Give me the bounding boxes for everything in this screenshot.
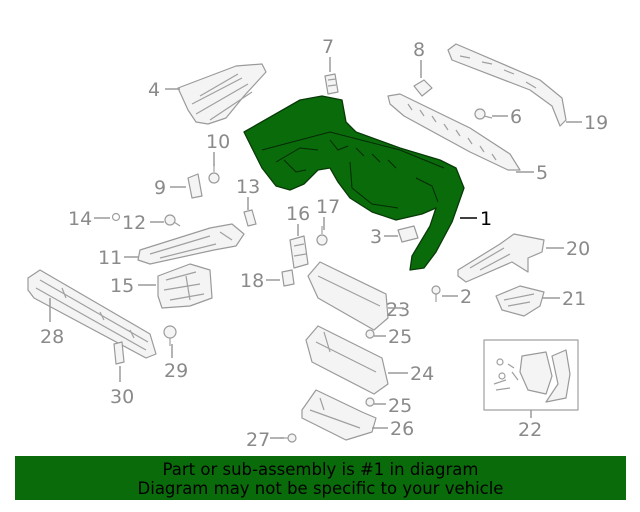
callout-16: 16 bbox=[286, 203, 310, 225]
parts-diagram: 4 7 8 19 5 6 1 10 bbox=[27, 36, 608, 451]
info-banner: Part or sub-assembly is #1 in diagram Di… bbox=[15, 456, 626, 500]
callout-27: 27 bbox=[246, 429, 270, 451]
part-25-clip-upper[interactable] bbox=[365, 329, 375, 339]
part-7-clip[interactable] bbox=[324, 73, 339, 95]
part-9-bracket[interactable] bbox=[187, 173, 203, 199]
callout-11: 11 bbox=[98, 247, 122, 269]
part-28-reinforcement[interactable] bbox=[27, 269, 157, 359]
part-19-upper-trim[interactable] bbox=[447, 43, 567, 127]
callout-25-upper: 25 bbox=[388, 326, 412, 348]
callout-25-lower: 25 bbox=[388, 395, 412, 417]
callout-2: 2 bbox=[460, 286, 472, 308]
callout-10: 10 bbox=[206, 131, 230, 153]
part-16-bracket[interactable] bbox=[289, 235, 309, 269]
callout-13: 13 bbox=[236, 176, 260, 198]
part-20-bracket[interactable] bbox=[457, 233, 545, 283]
part-2-clip[interactable] bbox=[431, 285, 441, 302]
callout-8: 8 bbox=[413, 39, 425, 61]
part-8-clip[interactable] bbox=[413, 79, 433, 97]
part-29-screw[interactable] bbox=[163, 325, 177, 346]
part-14-clip[interactable] bbox=[111, 212, 121, 222]
callout-30: 30 bbox=[110, 386, 134, 408]
part-23-lower-panel[interactable] bbox=[307, 261, 389, 331]
part-26-under-shield[interactable] bbox=[301, 389, 377, 441]
callout-3: 3 bbox=[370, 226, 382, 248]
part-10-screw[interactable] bbox=[208, 164, 220, 184]
part-5-absorber[interactable] bbox=[387, 93, 521, 171]
part-15-panel[interactable] bbox=[157, 263, 213, 309]
part-17-screw[interactable] bbox=[316, 226, 328, 246]
part-18-clip[interactable] bbox=[281, 269, 295, 287]
part-21-bracket[interactable] bbox=[495, 285, 545, 317]
callout-9: 9 bbox=[154, 177, 166, 199]
part-30-bracket[interactable] bbox=[113, 341, 125, 365]
part-24-diffuser[interactable] bbox=[305, 325, 389, 395]
callout-7: 7 bbox=[322, 36, 334, 58]
part-6-screw[interactable] bbox=[474, 108, 493, 120]
part-12-screw[interactable] bbox=[164, 214, 181, 227]
callout-26: 26 bbox=[390, 418, 414, 440]
callout-12: 12 bbox=[122, 212, 146, 234]
callout-6: 6 bbox=[510, 106, 522, 128]
banner-line-1: Part or sub-assembly is #1 in diagram bbox=[162, 460, 479, 479]
part-13-clip[interactable] bbox=[243, 209, 257, 227]
banner-line-2: Diagram may not be specific to your vehi… bbox=[137, 479, 504, 498]
callout-24: 24 bbox=[410, 363, 434, 385]
part-3-clip[interactable] bbox=[397, 225, 419, 243]
callout-17: 17 bbox=[316, 196, 340, 218]
callout-4: 4 bbox=[148, 79, 160, 101]
callout-29: 29 bbox=[164, 360, 188, 382]
callout-15: 15 bbox=[110, 275, 134, 297]
callout-14: 14 bbox=[68, 208, 92, 230]
part-1-bumper-cover[interactable] bbox=[243, 95, 465, 271]
callout-22: 22 bbox=[518, 419, 542, 441]
part-11-side-bracket[interactable] bbox=[137, 223, 245, 265]
callout-18: 18 bbox=[240, 270, 264, 292]
callout-1: 1 bbox=[480, 208, 492, 230]
callout-23: 23 bbox=[386, 299, 410, 321]
callout-5: 5 bbox=[536, 162, 548, 184]
callout-20: 20 bbox=[566, 238, 590, 260]
part-25-clip-lower[interactable] bbox=[365, 397, 375, 407]
callout-21: 21 bbox=[562, 288, 586, 310]
callout-28: 28 bbox=[40, 326, 64, 348]
part-4-bracket[interactable] bbox=[177, 63, 267, 125]
part-22-mudflap-kit[interactable] bbox=[483, 339, 579, 411]
callout-19: 19 bbox=[584, 112, 608, 134]
